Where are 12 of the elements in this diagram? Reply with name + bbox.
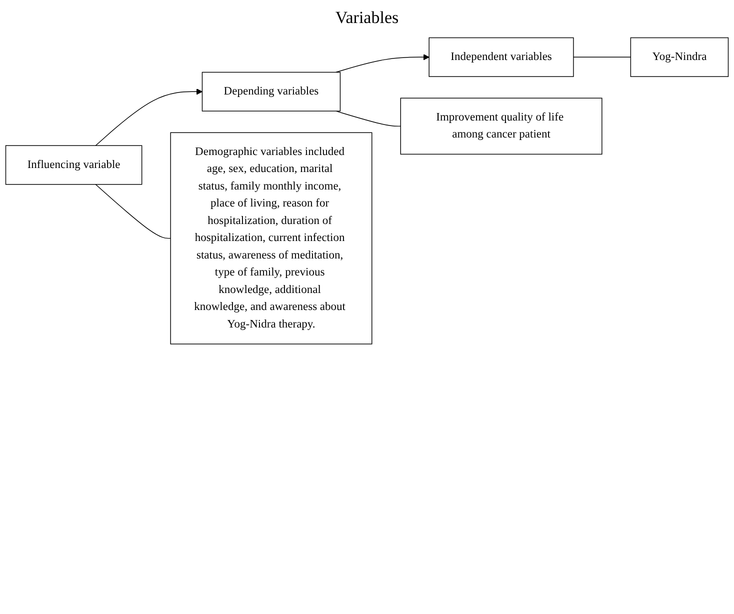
connector <box>95 184 171 239</box>
arrow <box>95 88 203 146</box>
node-box: Independent variables <box>428 37 574 77</box>
connector <box>573 56 632 58</box>
node-box: Demographic variables included age, sex, education, marital status, family monthly income, place of living, reason for hospitalization, duration of hospitalization, current infection status, awareness of meditation, type of family, previous knowledge, additional knowledge, and awareness about Yog-Nidra therapy. <box>170 132 372 344</box>
arrow <box>336 54 430 73</box>
node-box: Improvement quality of life among cancer patient <box>400 98 602 155</box>
connector <box>336 110 401 127</box>
diagram-title: Variables <box>334 7 400 29</box>
node-box: Depending variables <box>202 72 341 112</box>
node-box: Influencing variable <box>5 145 142 185</box>
node-box: Yog-Nindra <box>630 37 729 77</box>
